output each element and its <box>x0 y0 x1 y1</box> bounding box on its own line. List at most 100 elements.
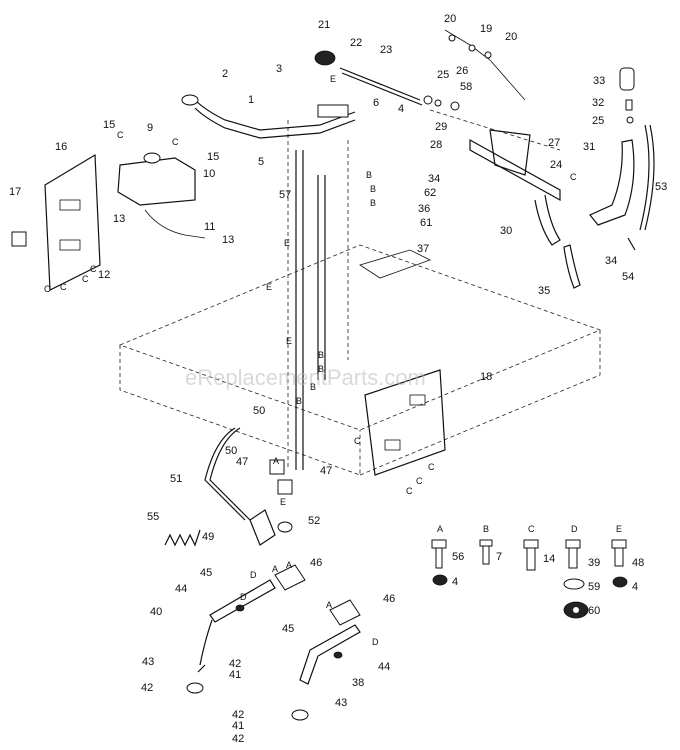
letter-d1: D <box>250 570 257 580</box>
rod-assembly-23 <box>314 50 460 111</box>
letter-a4: A <box>326 600 332 610</box>
callout-23: 23 <box>380 44 392 56</box>
letter-c5: C <box>60 282 67 292</box>
letter-a3: A <box>286 560 292 570</box>
callout-54: 54 <box>622 271 634 283</box>
callout-50a: 50 <box>253 405 265 417</box>
fastener-bolt-b <box>479 539 493 565</box>
letter-a5: A <box>437 524 443 534</box>
callout-45b: 45 <box>282 623 294 635</box>
callout-20a: 20 <box>444 13 456 25</box>
side-plate-18 <box>364 369 446 476</box>
callout-34a: 34 <box>428 173 440 185</box>
fastener-letters: E B B B C C C C C C C E E E B B B B C C … <box>44 74 622 647</box>
callout-52: 52 <box>308 515 320 527</box>
callout-2: 2 <box>222 68 228 80</box>
letter-b2: B <box>370 184 376 194</box>
callout-11: 11 <box>204 221 215 233</box>
letter-c6: C <box>44 284 51 294</box>
callout-4c: 4 <box>632 581 638 593</box>
callout-40: 40 <box>150 606 162 618</box>
letter-a1: A <box>273 456 279 466</box>
callout-5: 5 <box>258 156 264 168</box>
letter-c3: C <box>90 264 97 274</box>
callout-43a: 43 <box>142 656 154 668</box>
letter-e5: E <box>280 497 286 507</box>
callout-42d: 42 <box>232 733 244 745</box>
callout-42a: 42 <box>229 658 241 670</box>
callout-12: 12 <box>98 269 110 281</box>
callout-51: 51 <box>170 473 182 485</box>
letter-e6: E <box>616 524 622 534</box>
callout-60: 60 <box>588 605 600 617</box>
fastener-bolt-d <box>563 539 589 619</box>
callout-38: 38 <box>352 677 364 689</box>
lever-assembly-40 <box>186 564 306 694</box>
letter-b5: B <box>318 364 324 374</box>
letter-c11: C <box>406 486 413 496</box>
callout-20b: 20 <box>505 31 517 43</box>
callout-46a: 46 <box>310 557 322 569</box>
callout-labels: 21 20 19 20 22 23 2 3 1 25 26 58 33 32 2… <box>9 13 667 745</box>
letter-c2: C <box>172 137 179 147</box>
fastener-bolt-c <box>523 539 539 571</box>
letter-c10: C <box>416 476 423 486</box>
tank-10 <box>117 152 206 239</box>
callout-30: 30 <box>500 225 512 237</box>
callout-45a: 45 <box>200 567 212 579</box>
callout-61: 61 <box>420 217 432 229</box>
side-plate-16 <box>11 153 101 291</box>
callout-15b: 15 <box>207 151 219 163</box>
letter-b7: B <box>296 396 302 406</box>
fastener-bolt-a <box>431 539 448 586</box>
shaft-assembly-30 <box>429 109 561 246</box>
letter-d3: D <box>372 637 379 647</box>
letter-d2: D <box>240 592 247 602</box>
letter-c1: C <box>117 130 124 140</box>
lever-35 <box>563 244 581 289</box>
letter-c8: C <box>354 436 361 446</box>
callout-3: 3 <box>276 63 282 75</box>
callout-31: 31 <box>583 141 595 153</box>
letter-e1: E <box>330 74 336 84</box>
vertical-shafts <box>287 120 349 470</box>
letter-c4: C <box>82 274 89 284</box>
fastener-bolt-e <box>611 539 628 588</box>
callout-58: 58 <box>460 81 472 93</box>
callout-47a: 47 <box>236 456 248 468</box>
letter-e3: E <box>266 282 272 292</box>
callout-17: 17 <box>9 186 21 198</box>
letter-d4: D <box>571 524 578 534</box>
callout-16: 16 <box>55 141 67 153</box>
watermark-text: eReplacementParts.com <box>185 365 426 390</box>
callout-59: 59 <box>588 581 600 593</box>
letter-e2: E <box>284 238 290 248</box>
callout-47b: 47 <box>320 465 332 477</box>
callout-42c: 42 <box>232 709 244 721</box>
letter-b1: B <box>366 170 372 180</box>
letter-e4: E <box>286 336 292 346</box>
callout-14: 14 <box>543 553 555 565</box>
linkage-51 <box>204 427 293 521</box>
letter-a2: A <box>272 564 278 574</box>
callout-49: 49 <box>202 531 214 543</box>
callout-15a: 15 <box>103 119 115 131</box>
letter-b6: B <box>310 382 316 392</box>
callout-53: 53 <box>655 181 667 193</box>
callout-4b: 4 <box>452 576 458 588</box>
callout-24: 24 <box>550 159 562 171</box>
callout-1: 1 <box>248 94 254 106</box>
callout-7: 7 <box>496 551 502 563</box>
callout-32: 32 <box>592 97 604 109</box>
callout-28: 28 <box>430 139 442 151</box>
lever-assembly-1 <box>181 94 356 139</box>
callout-18: 18 <box>480 371 492 383</box>
letter-b8: B <box>483 524 489 534</box>
callout-48: 48 <box>632 557 644 569</box>
callout-25a: 25 <box>437 69 449 81</box>
callout-29: 29 <box>435 121 447 133</box>
clip-assembly-19 <box>444 29 526 101</box>
callout-55: 55 <box>147 511 159 523</box>
callout-42b: 42 <box>141 682 153 694</box>
